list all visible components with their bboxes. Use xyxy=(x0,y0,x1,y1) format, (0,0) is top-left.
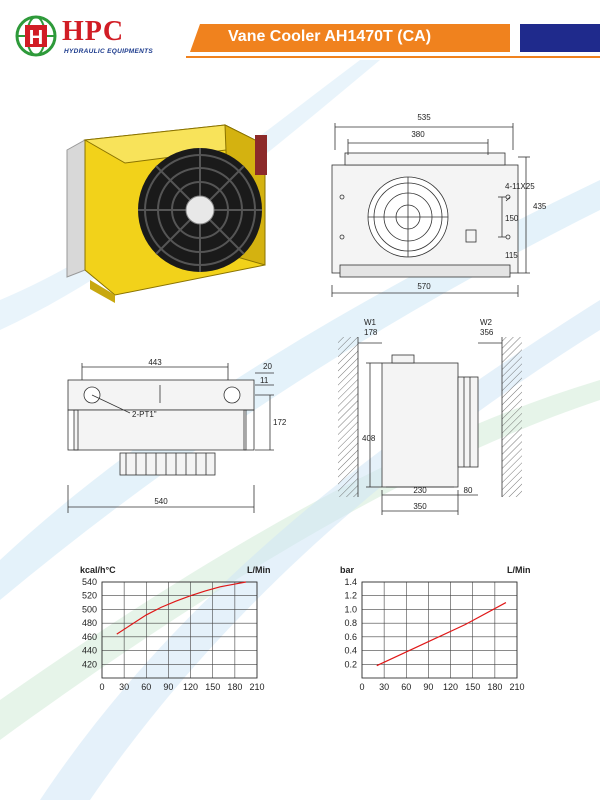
dim-435: 435 xyxy=(533,202,547,211)
y-tick-label: 540 xyxy=(82,577,97,587)
plot-frame xyxy=(361,581,518,679)
pressure-drop-chart: 0 30 60 90 120 150 180 210 0.2 0.4 0.6 0.8 1.0 1.2 1.4… xyxy=(340,565,531,692)
side-view-drawing: W1 178 W2 356 408 230 80 350 xyxy=(338,318,522,515)
x-tick-label: 210 xyxy=(509,682,524,692)
x-tick-label: 60 xyxy=(401,682,411,692)
emblem-letter: H xyxy=(29,27,43,49)
dim-408: 408 xyxy=(362,434,376,443)
w2-value: 356 xyxy=(480,328,494,337)
port-label: 2-PT1" xyxy=(132,410,157,419)
w1-label: W1 xyxy=(364,318,377,327)
heat-dissipation-chart: 0 30 60 90 120 150 180 210 420 440 460 480 500 520 540… xyxy=(80,565,271,692)
dim-80: 80 xyxy=(464,486,473,495)
dim-11: 11 xyxy=(260,376,269,385)
dim-535: 535 xyxy=(417,113,431,122)
hpc-logo: H HPC HYDRAULIC EQUIPMENTS xyxy=(14,14,154,58)
globe-emblem-icon: H xyxy=(15,15,57,57)
y-axis-label: bar xyxy=(340,565,355,575)
dim-540: 540 xyxy=(154,497,168,506)
title-underline xyxy=(186,56,600,58)
brand-name: HPC xyxy=(62,16,125,47)
product-photo xyxy=(66,124,267,303)
dim-115: 115 xyxy=(505,251,518,260)
dim-holes: 4-11X25 xyxy=(505,182,535,191)
title-banner xyxy=(190,24,510,52)
x-tick-label: 210 xyxy=(249,682,264,692)
y-tick-label: 0.8 xyxy=(344,618,357,628)
y-tick-label: 420 xyxy=(82,659,97,669)
y-tick-label: 440 xyxy=(82,646,97,656)
y-tick-label: 0.6 xyxy=(344,632,357,642)
x-tick-label: 150 xyxy=(465,682,480,692)
brand-tagline: HYDRAULIC EQUIPMENTS xyxy=(64,48,154,55)
y-tick-label: 480 xyxy=(82,618,97,628)
y-tick-label: 500 xyxy=(82,604,97,614)
y-axis-label: kcal/h°C xyxy=(80,565,116,575)
w1-value: 178 xyxy=(364,328,378,337)
top-view-drawing: 443 20 11 172 2-PT1" 540 xyxy=(67,358,287,513)
front-view-drawing: 535 380 4-11X25 435 150 115 570 xyxy=(331,113,547,297)
y-tick-label: 520 xyxy=(82,591,97,601)
x-tick-label: 30 xyxy=(119,682,129,692)
x-tick-label: 120 xyxy=(183,682,198,692)
x-tick-label: 0 xyxy=(99,682,104,692)
y-tick-label: 1.4 xyxy=(344,577,357,587)
dim-443: 443 xyxy=(148,358,162,367)
dim-172: 172 xyxy=(273,418,287,427)
dim-570: 570 xyxy=(417,282,431,291)
x-tick-label: 180 xyxy=(227,682,242,692)
plot-frame xyxy=(101,581,258,679)
page-title: Vane Cooler AH1470T (CA) xyxy=(228,28,432,45)
dim-20: 20 xyxy=(263,362,272,371)
series-line xyxy=(116,581,247,635)
y-tick-label: 1.2 xyxy=(344,591,357,601)
x-tick-label: 0 xyxy=(359,682,364,692)
x-tick-label: 180 xyxy=(487,682,502,692)
series-line xyxy=(376,602,507,667)
y-tick-label: 0.4 xyxy=(344,646,357,656)
dim-230: 230 xyxy=(413,486,427,495)
y-tick-label: 0.2 xyxy=(344,659,357,669)
w2-label: W2 xyxy=(480,318,493,327)
x-tick-label: 150 xyxy=(205,682,220,692)
x-tick-label: 60 xyxy=(141,682,151,692)
dim-380: 380 xyxy=(411,130,425,139)
x-axis-label: L/Min xyxy=(247,565,271,575)
y-tick-label: 460 xyxy=(82,632,97,642)
x-tick-label: 90 xyxy=(163,682,173,692)
dim-350: 350 xyxy=(413,502,427,511)
x-tick-label: 90 xyxy=(423,682,433,692)
x-tick-label: 30 xyxy=(379,682,389,692)
x-axis-label: L/Min xyxy=(507,565,531,575)
dim-150: 150 xyxy=(505,214,519,223)
y-tick-label: 1.0 xyxy=(344,604,357,614)
x-tick-label: 120 xyxy=(443,682,458,692)
title-banner-accent xyxy=(520,24,600,52)
